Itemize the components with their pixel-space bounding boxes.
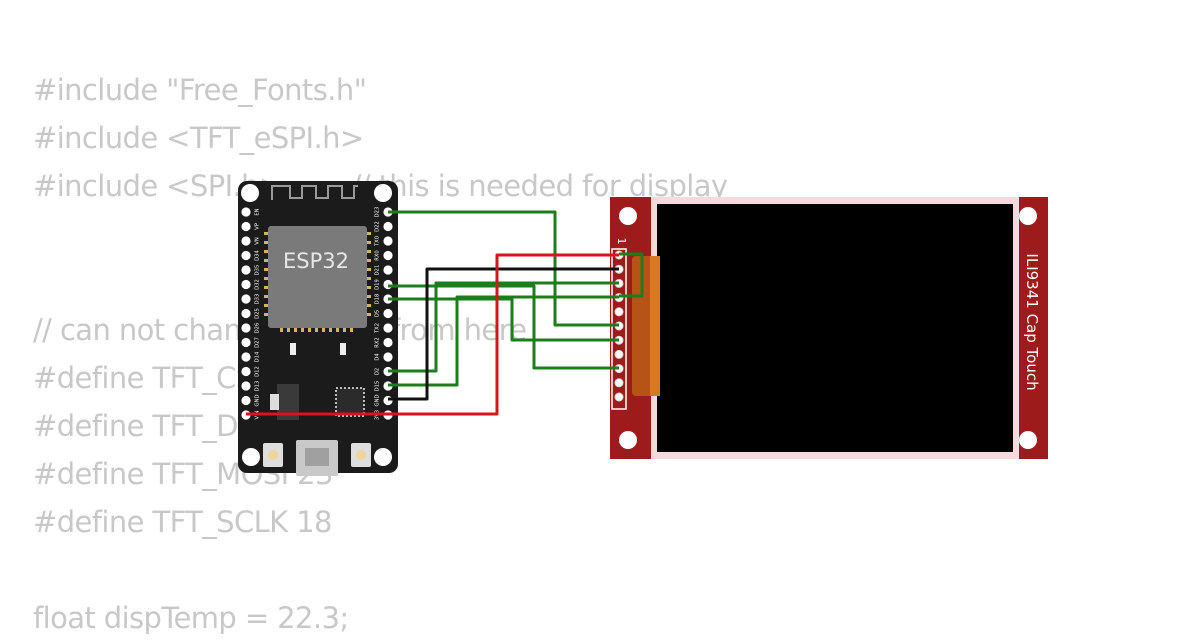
esp32-pin-en[interactable] [241,207,251,217]
wire-led[interactable] [619,252,644,298]
esp32-pin-d25[interactable] [241,308,251,319]
esp32-board[interactable]: ESP32 ENVPVND34D35D32D33D25D26D27D14D12D… [238,181,398,476]
esp32-pin-label: D18 [375,294,381,305]
esp32-pin-d32[interactable] [241,279,251,290]
esp32-pin-label: TX0 [375,236,381,247]
wires [246,210,644,416]
flex-cable [650,256,660,396]
antenna-trace [271,185,358,200]
esp32-pin-label: GND [255,395,261,407]
esp32-pin-label: D13 [255,381,261,392]
esp32-pin-label: D25 [255,308,261,319]
wire-vcc[interactable] [246,253,619,416]
wire-miso[interactable] [388,297,619,342]
esp32-pin-label: D19 [375,279,381,290]
mounting-hole [619,431,637,449]
esp32-pin-label: D23 [375,207,381,218]
esp32-pin-label: D26 [255,323,261,334]
esp32-module-shield [268,226,367,328]
esp32-pin-tx2[interactable] [383,323,393,333]
esp32-pin-d12[interactable] [241,366,251,377]
wire-cs[interactable] [388,281,619,373]
screen-area [657,204,1013,452]
wire-dc[interactable] [388,295,619,387]
usb-uart-chip [335,387,365,417]
esp32-pin-label: D22 [375,221,381,232]
esp32-pin-label: D4 [375,353,381,361]
esp32-pin-d21[interactable] [383,265,393,275]
mounting-hole [374,184,392,202]
mounting-hole [619,207,637,225]
esp32-pin-label: D27 [255,337,261,348]
esp32-pin-label: VP [255,223,261,230]
esp32-pin-label: VN [255,237,261,245]
esp32-pin-label: D12 [255,366,261,377]
code-line: float dispTemp = 22.3; [33,601,349,635]
esp32-pin-label: D32 [255,279,261,290]
mounting-hole [374,448,392,466]
esp32-pin-label: D5 [375,310,381,317]
module-pads [264,232,371,332]
code-background: #include "Free_Fonts.h" #include <TFT_eS… [33,66,933,642]
button-cap [268,450,278,460]
esp32-pin-label: RX0 [375,250,381,260]
mounting-hole [241,184,259,202]
wire-gnd[interactable] [388,267,619,401]
smd-component [340,343,346,355]
mounting-hole [1019,431,1037,449]
esp32-pin-label: D2 [375,368,381,375]
esp32-pin-label: TX2 [375,323,381,334]
esp32-pin-gnd[interactable] [241,395,251,406]
mounting-hole [242,448,260,466]
pin1-marker: 1 [615,238,628,245]
esp32-pin-label: D14 [255,351,261,362]
esp32-pin-label: D21 [375,265,381,276]
esp32-pin-label: D34 [255,250,261,261]
ili9341-display[interactable]: 1 ILI9341 Cap Touch [610,197,1048,459]
esp32-pin-d34[interactable] [241,250,251,261]
esp32-pin-d35[interactable] [241,265,251,275]
chip-label: ESP32 [283,249,349,273]
esp32-pin-label: D15 [375,381,381,392]
esp32-pin-vp[interactable] [241,221,251,232]
esp32-pin-d13[interactable] [241,381,251,391]
esp32-pin-d22[interactable] [383,221,393,232]
esp32-pin-label: RX2 [375,337,381,347]
esp32-pin-d5[interactable] [383,308,393,319]
display-pin[interactable] [614,349,624,359]
display-pin[interactable] [614,392,624,402]
wire-sck[interactable] [388,284,619,370]
usb-opening [305,448,329,466]
esp32-pin-label: EN [255,208,261,215]
display-pin[interactable] [614,378,624,388]
esp32-pin-d4[interactable] [383,352,393,362]
code-line: #define TFT_SCLK 18 [33,505,333,539]
left-pin-header: ENVPVND34D35D32D33D25D26D27D14D12D13GNDV… [241,207,261,420]
esp32-pin-vn[interactable] [241,236,251,246]
esp32-pin-label: D33 [255,294,261,305]
code-line: #include <TFT_eSPI.h> [33,121,364,155]
esp32-pin-tx0[interactable] [383,236,393,246]
smd-component [290,343,296,355]
header-outline [611,248,627,410]
esp32-pin-d14[interactable] [241,352,251,362]
voltage-regulator [277,384,299,420]
display-label: ILI9341 Cap Touch [1023,253,1041,390]
esp32-pin-d27[interactable] [241,337,251,348]
regulator-tab [270,394,279,410]
esp32-pin-label: GND [375,395,381,407]
display-pin[interactable] [614,307,624,317]
esp32-pin-label: D35 [255,265,261,276]
esp32-pin-rx2[interactable] [383,337,393,348]
button-cap [356,450,366,460]
esp32-pin-rx0[interactable] [383,250,393,261]
esp32-pin-d26[interactable] [241,323,251,333]
mounting-hole [1019,207,1037,225]
code-line: #include "Free_Fonts.h" [33,73,367,107]
esp32-pin-d33[interactable] [241,294,251,304]
